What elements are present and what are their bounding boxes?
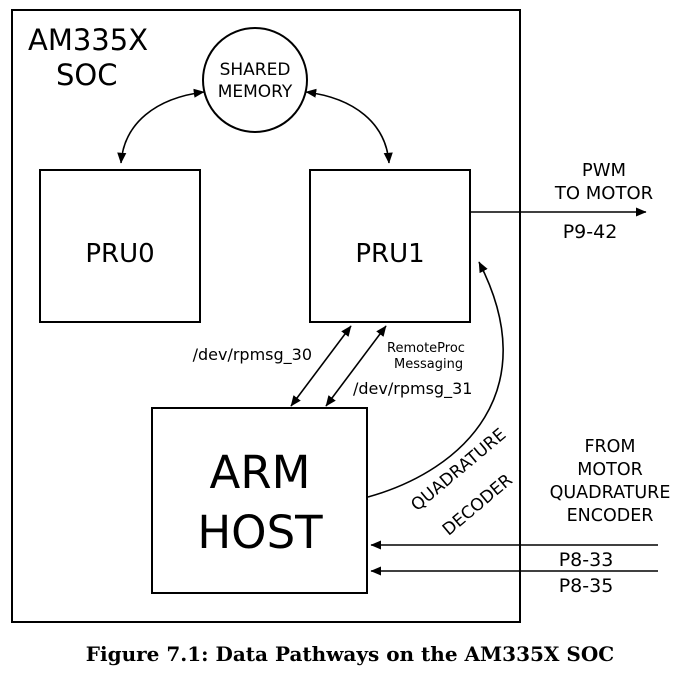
soc-title-line1: AM335X	[28, 23, 148, 57]
rpmsg31-arrow	[325, 325, 387, 407]
pwm-pin-label: P9-42	[563, 221, 618, 243]
figure-caption: Figure 7.1: Data Pathways on the AM335X …	[86, 642, 614, 666]
arm-host-label-line2: HOST	[197, 506, 323, 559]
remoteproc-label-line2: Messaging	[394, 357, 463, 372]
arm-host-box	[151, 407, 368, 594]
soc-title-line2: SOC	[56, 58, 117, 92]
shared-memory-label-line2: MEMORY	[218, 82, 293, 102]
pwm-label-line2: TO MOTOR	[554, 183, 653, 204]
shared-memory-circle	[202, 27, 308, 133]
rpmsg30-label: /dev/rpmsg_30	[193, 345, 312, 365]
encoder-label-line3: QUADRATURE	[550, 483, 671, 503]
pwm-label-line1: PWM	[582, 160, 626, 181]
pru0-box	[39, 169, 201, 323]
quadrature-decoder-arrow	[367, 261, 504, 498]
encoder-label-line2: MOTOR	[577, 460, 643, 480]
soc-boundary-box	[11, 9, 521, 623]
encoder-pin1-label: P8-33	[559, 549, 614, 571]
encoder-label-line4: ENCODER	[567, 506, 654, 526]
sharedmem-pru1-arrow	[305, 88, 393, 164]
pru1-label: PRU1	[355, 239, 424, 269]
encoder-label-line1: FROM	[584, 437, 635, 457]
sharedmem-pru0-arrow	[117, 88, 205, 164]
rpmsg30-arrow	[290, 325, 352, 407]
rpmsg31-label: /dev/rpmsg_31	[353, 379, 472, 399]
pru1-box	[309, 169, 471, 323]
shared-memory-label-line1: SHARED	[220, 60, 291, 80]
pru0-label: PRU0	[85, 239, 154, 269]
encoder-pin2-label: P8-35	[559, 575, 614, 597]
arm-host-label-line1: ARM	[210, 446, 311, 499]
remoteproc-label-line1: RemoteProc	[387, 341, 465, 356]
